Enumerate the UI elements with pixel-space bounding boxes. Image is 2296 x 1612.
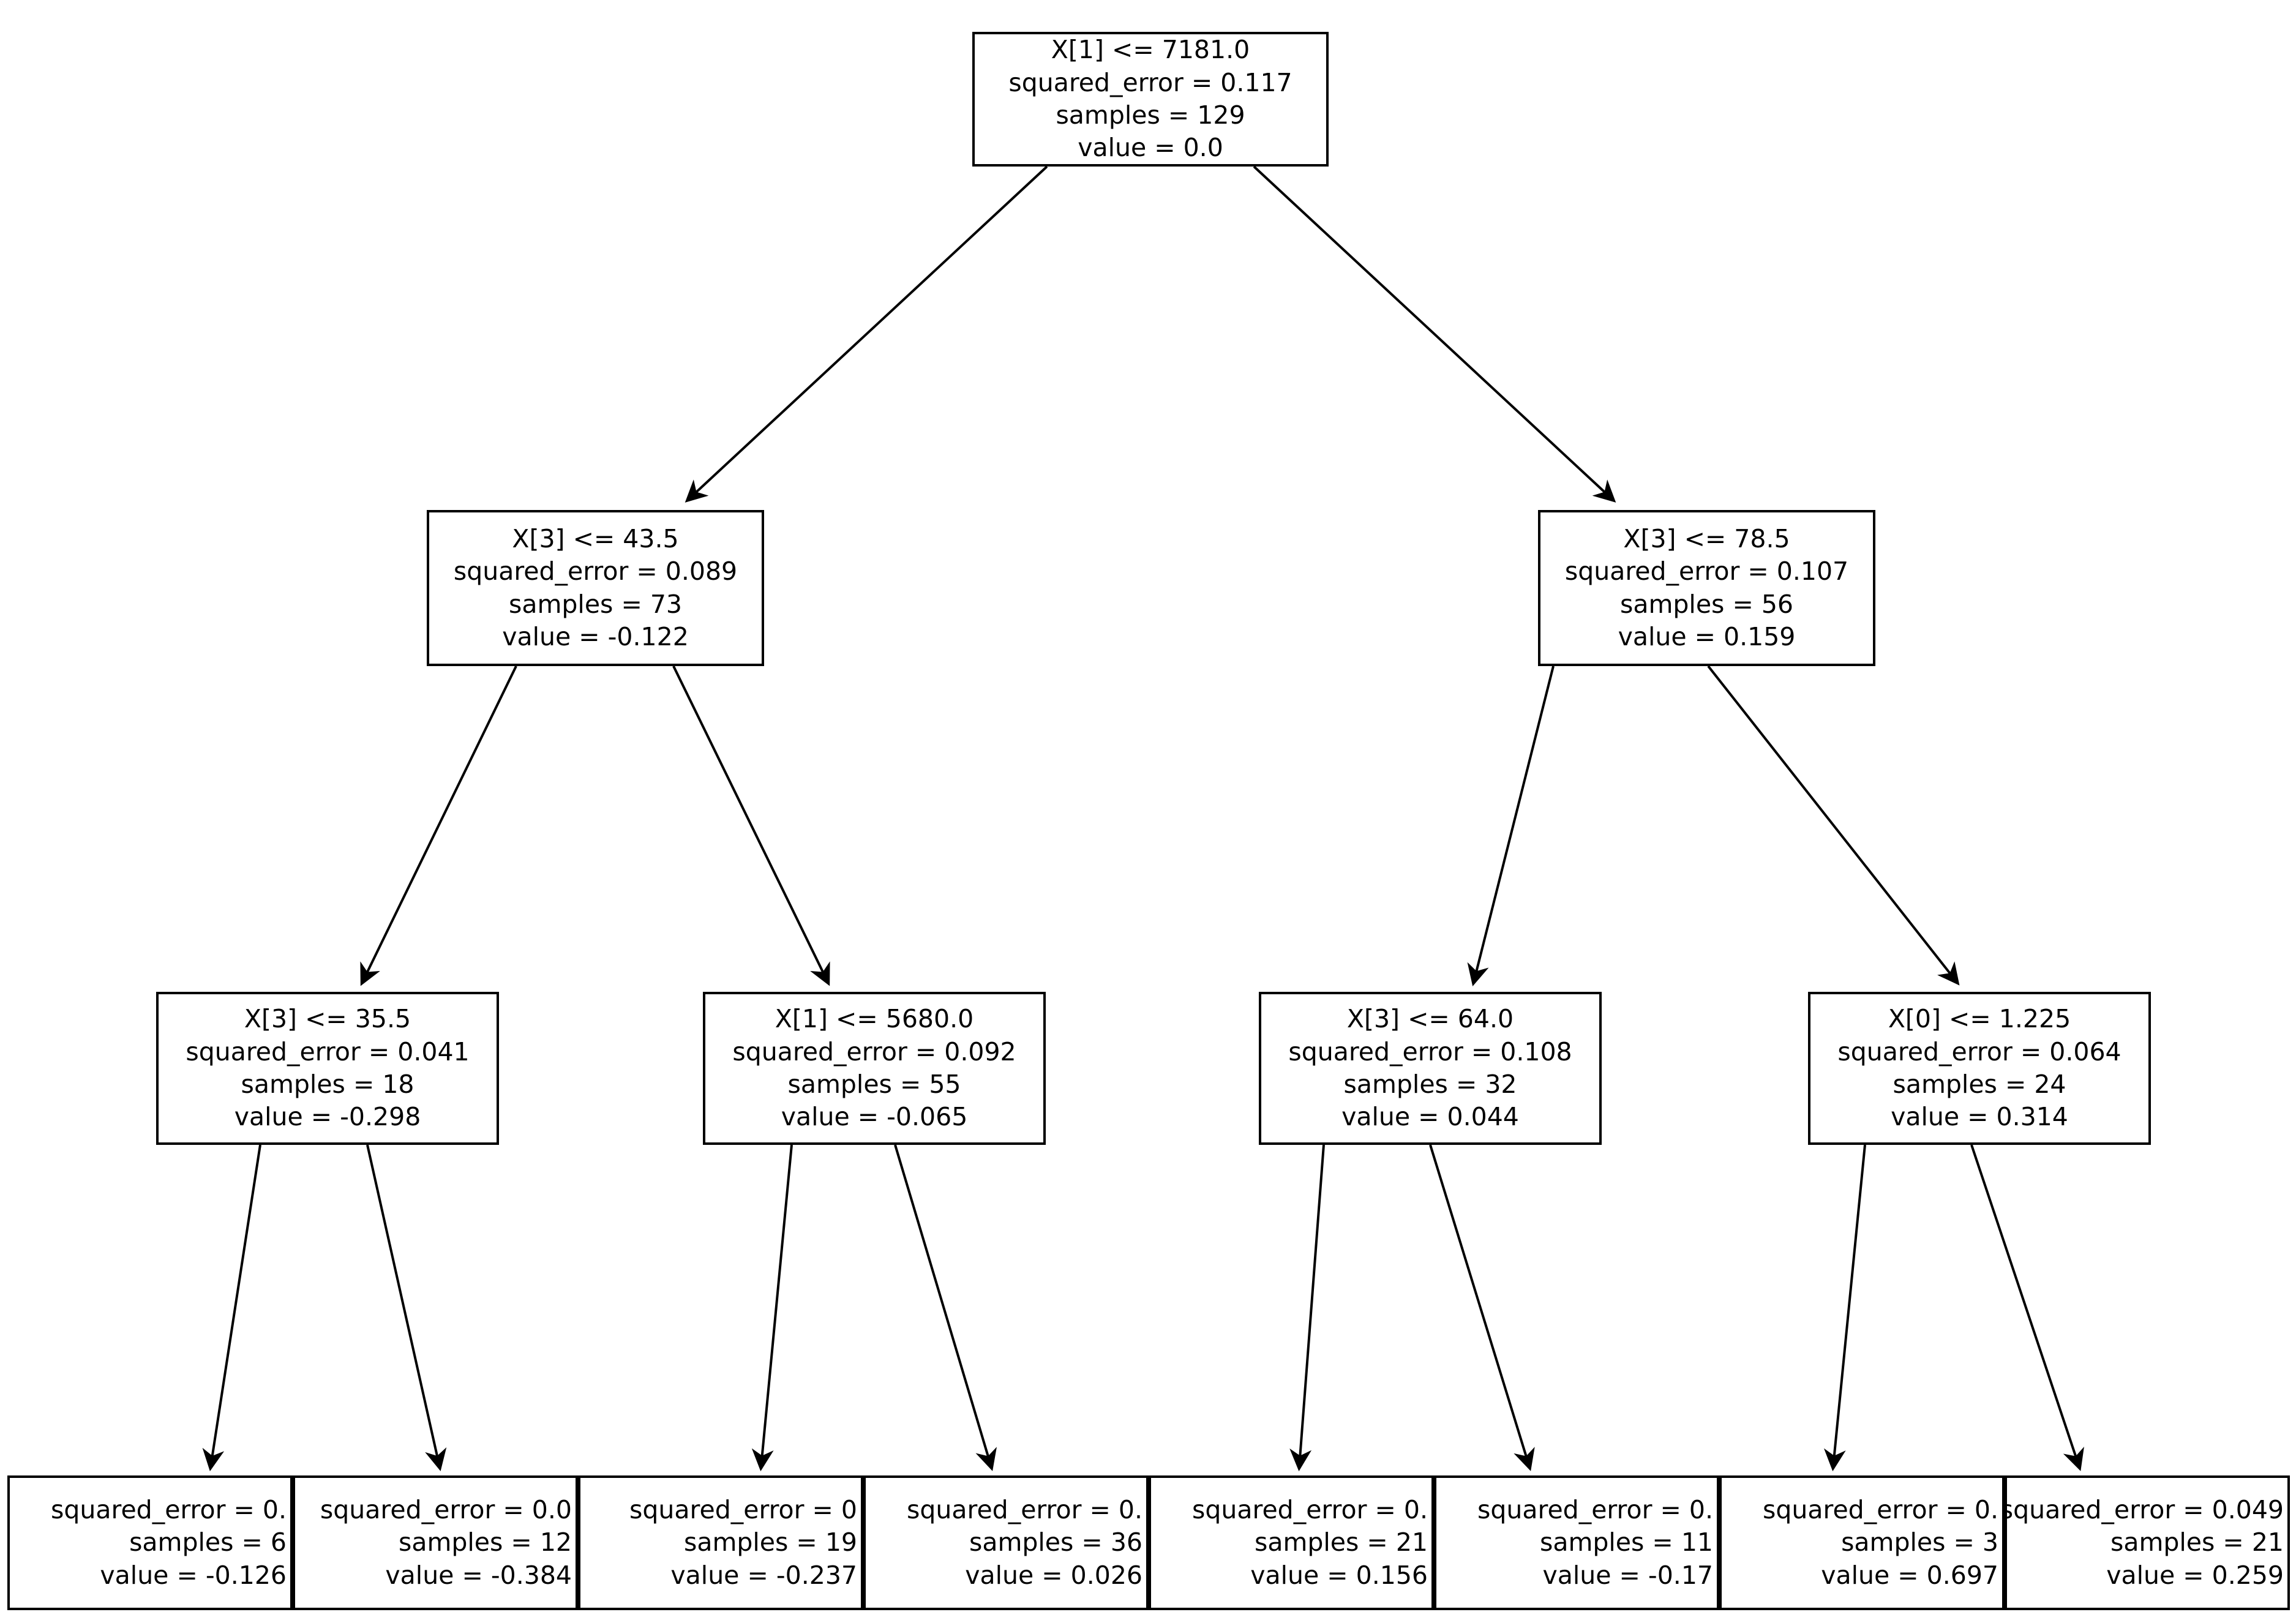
node-squared-error: squared_error = 0.089 — [453, 557, 738, 587]
node-value: value = -0.065 — [781, 1102, 968, 1132]
node-samples: samples = 56 — [1619, 589, 1794, 619]
edge-n6-n14 — [1970, 1144, 2084, 1471]
node-condition: X[1] <= 7181.0 — [1051, 35, 1250, 65]
node-value: value = -0.298 — [234, 1102, 421, 1132]
node-condition: X[3] <= 78.5 — [1623, 523, 1790, 553]
leaf-value: value = 0.026 — [965, 1560, 1142, 1590]
node-value: value = 0.044 — [1341, 1102, 1519, 1132]
edge-n4-n10 — [894, 1144, 997, 1471]
node-condition: X[1] <= 5680.0 — [775, 1004, 974, 1034]
edge-n0-n2 — [1253, 165, 1616, 503]
edge-n3-n7 — [202, 1144, 261, 1472]
leaf-samples: samples = 21 — [1254, 1528, 1428, 1558]
tree-node-depth1-left[interactable]: X[3] <= 43.5 squared_error = 0.089 sampl… — [427, 510, 764, 666]
leaf-value: value = -0.237 — [670, 1560, 857, 1590]
tree-leaf-5[interactable]: squared_error = 0. samples = 21 value = … — [1149, 1475, 1434, 1610]
tree-leaf-6[interactable]: squared_error = 0. samples = 11 value = … — [1434, 1475, 1719, 1610]
leaf-samples: samples = 36 — [969, 1528, 1142, 1558]
edge-n5-n11 — [1289, 1144, 1325, 1472]
node-samples: samples = 32 — [1343, 1070, 1517, 1099]
node-samples: samples = 55 — [787, 1070, 961, 1099]
leaf-squared-error: squared_error = 0. — [1477, 1495, 1713, 1525]
tree-node-depth2-b[interactable]: X[1] <= 5680.0 squared_error = 0.092 sam… — [703, 992, 1046, 1145]
tree-leaf-1[interactable]: squared_error = 0. samples = 6 value = -… — [7, 1475, 293, 1610]
leaf-squared-error: squared_error = 0.0 — [320, 1495, 572, 1525]
tree-node-depth2-c[interactable]: X[3] <= 64.0 squared_error = 0.108 sampl… — [1259, 992, 1602, 1145]
node-squared-error: squared_error = 0.064 — [1837, 1037, 2122, 1067]
leaf-squared-error: squared_error = 0 — [629, 1495, 857, 1525]
leaf-samples: samples = 6 — [129, 1528, 287, 1558]
leaf-samples: samples = 19 — [683, 1528, 857, 1558]
leaf-value: value = 0.259 — [2106, 1560, 2284, 1590]
edge-n1-n3 — [360, 665, 517, 986]
node-value: value = 0.0 — [1078, 133, 1223, 163]
leaf-value: value = 0.697 — [1821, 1560, 1998, 1590]
leaf-squared-error: squared_error = 0. — [1763, 1495, 1998, 1525]
edge-n1-n4 — [672, 665, 830, 986]
edge-n0-n1 — [685, 165, 1048, 503]
tree-leaf-2[interactable]: squared_error = 0.0 samples = 12 value =… — [293, 1475, 578, 1610]
node-squared-error: squared_error = 0.041 — [186, 1037, 470, 1067]
node-value: value = 0.159 — [1618, 621, 1796, 651]
node-samples: samples = 73 — [508, 589, 683, 619]
node-condition: X[3] <= 35.5 — [244, 1004, 411, 1034]
leaf-squared-error: squared_error = 0. — [51, 1495, 287, 1525]
node-condition: X[0] <= 1.225 — [1888, 1004, 2071, 1034]
tree-node-root[interactable]: X[1] <= 7181.0 squared_error = 0.117 sam… — [972, 32, 1329, 167]
tree-node-depth2-a[interactable]: X[3] <= 35.5 squared_error = 0.041 sampl… — [156, 992, 499, 1145]
tree-node-depth2-d[interactable]: X[0] <= 1.225 squared_error = 0.064 samp… — [1808, 992, 2151, 1145]
leaf-value: value = -0.126 — [100, 1560, 287, 1590]
leaf-squared-error: squared_error = 0. — [1192, 1495, 1428, 1525]
leaf-samples: samples = 12 — [398, 1528, 572, 1558]
node-samples: samples = 24 — [1893, 1070, 2066, 1099]
leaf-value: value = 0.156 — [1250, 1560, 1428, 1590]
leaf-squared-error: squared_error = 0.049 — [2005, 1495, 2284, 1525]
node-samples: samples = 18 — [241, 1070, 415, 1099]
leaf-samples: samples = 11 — [1539, 1528, 1713, 1558]
edge-n2-n5 — [1467, 665, 1555, 986]
node-samples: samples = 129 — [1056, 100, 1245, 130]
node-squared-error: squared_error = 0.108 — [1288, 1037, 1572, 1067]
tree-leaf-3[interactable]: squared_error = 0 samples = 19 value = -… — [578, 1475, 863, 1610]
leaf-value: value = -0.17 — [1542, 1560, 1714, 1590]
edge-n3-n8 — [366, 1144, 447, 1472]
tree-leaf-7[interactable]: squared_error = 0. samples = 3 value = 0… — [1719, 1475, 2005, 1610]
node-value: value = 0.314 — [1891, 1102, 2068, 1132]
edge-n6-n13 — [1823, 1144, 1866, 1472]
edge-n2-n6 — [1707, 665, 1960, 986]
leaf-samples: samples = 21 — [2110, 1528, 2284, 1558]
edge-n4-n9 — [751, 1144, 793, 1472]
node-condition: X[3] <= 43.5 — [512, 523, 679, 553]
node-value: value = -0.122 — [502, 621, 689, 651]
node-condition: X[3] <= 64.0 — [1346, 1004, 1514, 1034]
tree-node-depth1-right[interactable]: X[3] <= 78.5 squared_error = 0.107 sampl… — [1538, 510, 1875, 666]
leaf-squared-error: squared_error = 0. — [907, 1495, 1142, 1525]
tree-leaf-4[interactable]: squared_error = 0. samples = 36 value = … — [863, 1475, 1149, 1610]
edge-n5-n12 — [1429, 1144, 1535, 1471]
node-squared-error: squared_error = 0.092 — [732, 1037, 1016, 1067]
leaf-samples: samples = 3 — [1841, 1528, 1998, 1558]
tree-leaf-8[interactable]: squared_error = 0.049 samples = 21 value… — [2005, 1475, 2290, 1610]
node-squared-error: squared_error = 0.117 — [1008, 67, 1292, 97]
leaf-value: value = -0.384 — [385, 1560, 572, 1590]
node-squared-error: squared_error = 0.107 — [1564, 557, 1849, 587]
